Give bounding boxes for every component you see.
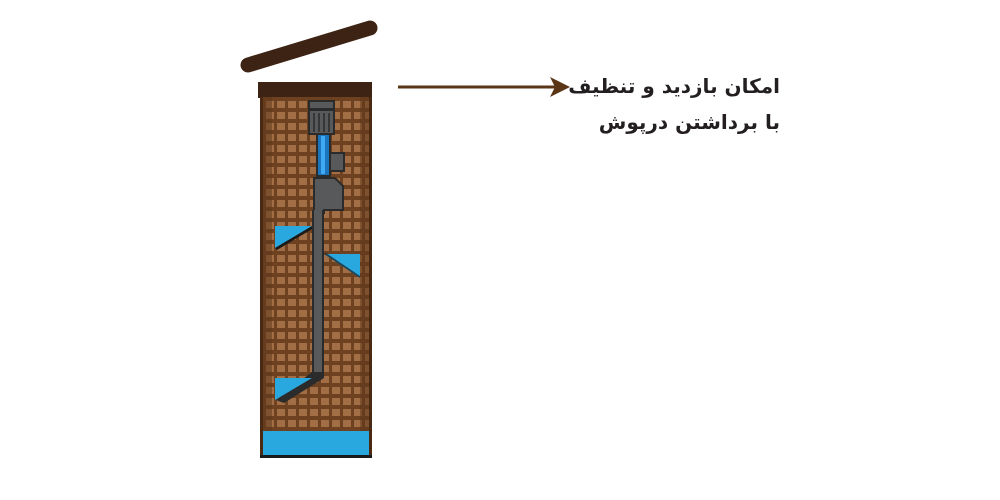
baffle-lower-left	[275, 378, 312, 400]
caption-line-1: امکان بازدید و تنظیف	[568, 74, 780, 98]
pointer-arrow	[398, 77, 570, 97]
removed-lid	[240, 20, 378, 73]
baffle-right-shadow	[324, 253, 360, 278]
caption: امکان بازدید و تنظیف با برداشتن درپوش	[520, 68, 780, 140]
valve-fitting	[308, 100, 345, 214]
water-reservoir	[263, 431, 369, 455]
top-cap	[258, 82, 372, 98]
drop-pipe	[276, 210, 324, 403]
baffle-upper-left-shadow	[275, 226, 312, 250]
caption-line-2: با برداشتن درپوش	[598, 110, 780, 134]
base-line	[260, 455, 372, 458]
